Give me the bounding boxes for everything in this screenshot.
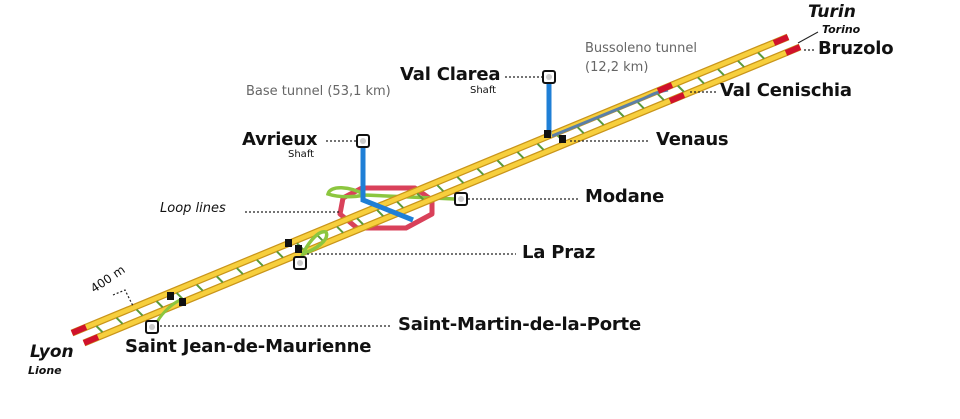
- label-val-cenischia: Val Cenischia: [720, 80, 852, 101]
- cross-passage: [436, 184, 445, 192]
- turin-arrow: [797, 31, 819, 44]
- cross-passage: [596, 118, 605, 126]
- cross-passage: [135, 308, 144, 317]
- cross-passages: [95, 51, 765, 333]
- cross-passage: [737, 60, 745, 68]
- cross-passage: [456, 176, 465, 184]
- cross-passage: [256, 259, 264, 267]
- cross-passage: [276, 250, 284, 259]
- cross-passage: [576, 126, 585, 134]
- label-turin: Turin: [808, 2, 856, 22]
- cross-passage: [336, 225, 344, 234]
- label-la-praz: La Praz: [522, 242, 596, 263]
- label-val-clarea-shaft: Shaft: [470, 85, 497, 96]
- label-bussoleno-tunnel: Bussoleno tunnel: [585, 41, 698, 56]
- cross-passage: [196, 283, 204, 292]
- shaft-icon-modane: [454, 192, 468, 206]
- label-saint-martin: Saint-Martin-de-la-Porte: [398, 314, 641, 335]
- label-avrieux: Avrieux: [242, 129, 318, 150]
- label-val-clarea: Val Clarea: [400, 64, 501, 85]
- cross-passage: [236, 267, 244, 275]
- cross-passage: [175, 292, 184, 300]
- cross-passage: [416, 192, 424, 201]
- cross-passage: [115, 317, 124, 325]
- track-lower: [82, 43, 802, 347]
- label-lyon: Lyon: [30, 342, 74, 362]
- leader-lines: [112, 49, 816, 327]
- shaft-icon-la-praz: [293, 256, 307, 270]
- cross-passage: [476, 167, 485, 176]
- label-avrieux-shaft: Shaft: [288, 149, 315, 160]
- cross-passage: [677, 85, 685, 93]
- cross-passage: [396, 201, 404, 209]
- cross-passage: [536, 143, 545, 151]
- cross-passage: [657, 93, 665, 101]
- cross-passage: [637, 101, 645, 110]
- cross-passage: [376, 209, 384, 217]
- cross-passage: [496, 159, 505, 168]
- cross-passage: [617, 109, 625, 118]
- label-lione: Lione: [28, 364, 62, 377]
- cross-passage: [516, 151, 525, 159]
- cross-passage: [95, 325, 104, 333]
- loop-line-la-praz: [298, 230, 329, 263]
- tunnel-portals: [70, 34, 802, 346]
- label-bruzolo: Bruzolo: [818, 38, 894, 59]
- cross-passage: [697, 76, 705, 85]
- shaft-icon-avrieux: [356, 134, 370, 148]
- label-loop-lines: Loop lines: [160, 201, 226, 216]
- label-torino: Torino: [822, 23, 861, 36]
- loop-line-modane: [325, 186, 456, 201]
- shaft-icon-val-clarea: [542, 70, 556, 84]
- label-base-tunnel: Base tunnel (53,1 km): [246, 84, 391, 99]
- cross-passage: [757, 51, 765, 60]
- access-points: [167, 130, 566, 306]
- cross-passage: [356, 217, 364, 226]
- cross-passage: [717, 68, 725, 76]
- cross-passage: [216, 275, 224, 284]
- shaft-avrieux: [360, 148, 414, 223]
- label-bussoleno-length: (12,2 km): [585, 60, 649, 75]
- label-saint-jean: Saint Jean-de-Maurienne: [125, 336, 372, 357]
- label-venaus: Venaus: [656, 129, 729, 150]
- cross-passage: [155, 300, 164, 308]
- shaft-icon-saint-martin: [145, 320, 159, 334]
- label-modane: Modane: [585, 186, 665, 207]
